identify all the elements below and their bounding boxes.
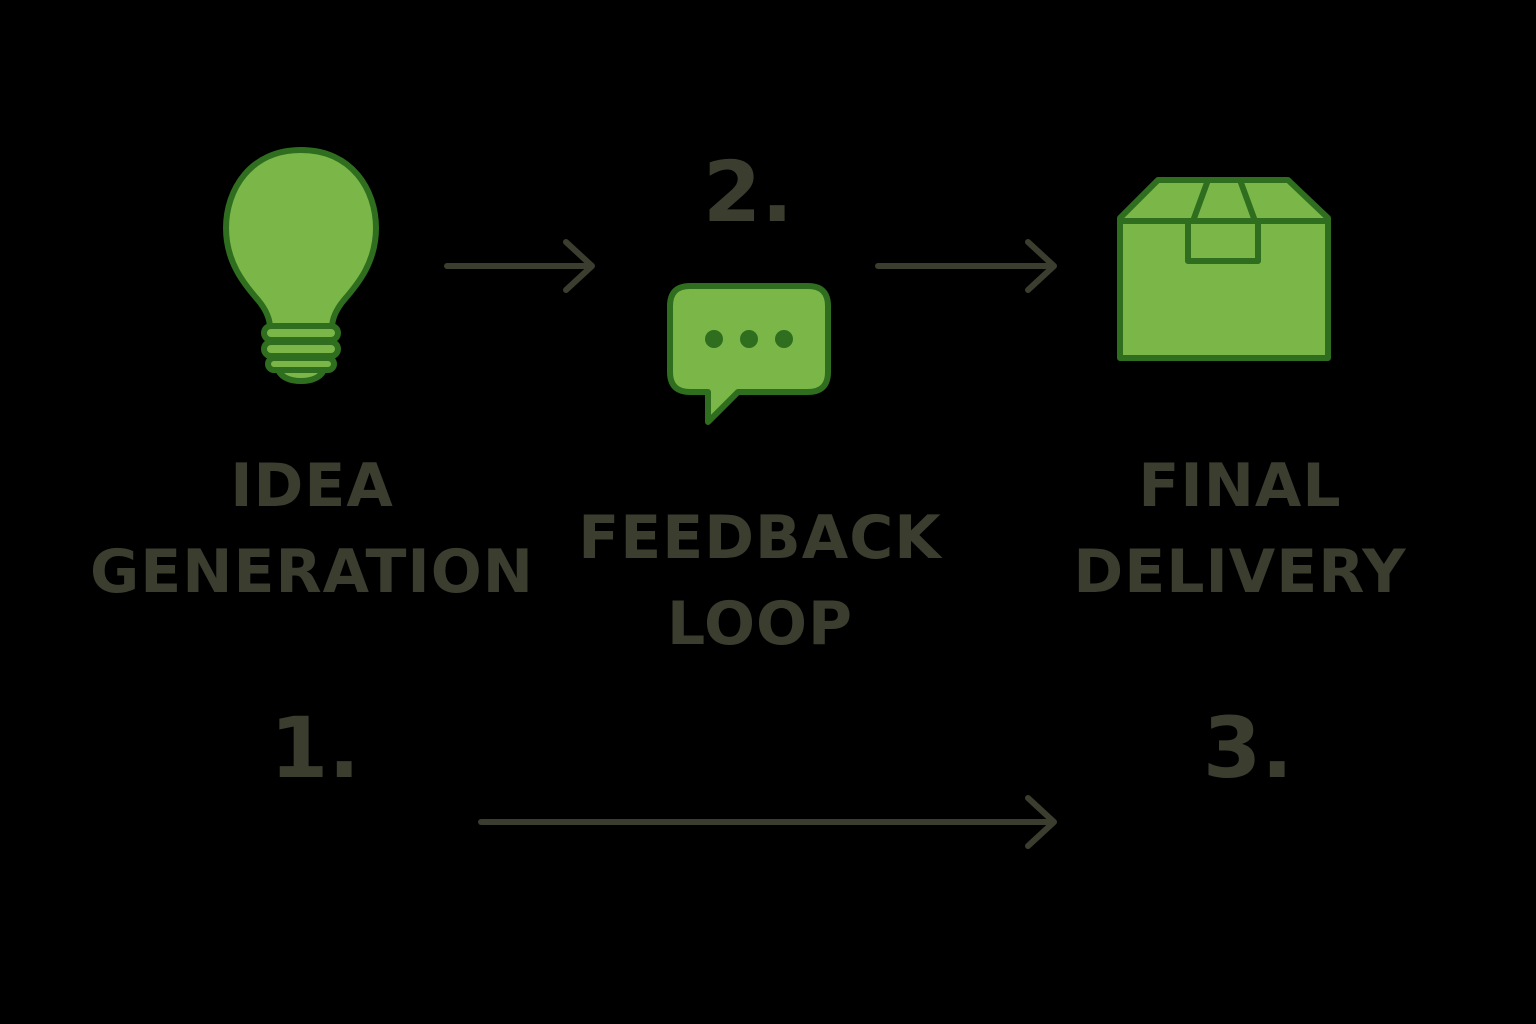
dot-icon <box>775 330 793 348</box>
arrow-1-to-3 <box>478 795 1057 849</box>
arrow-1-to-2 <box>444 239 595 293</box>
speech-bubble-icon <box>667 283 831 425</box>
step-2-label: FEEDBACK LOOP <box>510 495 1010 667</box>
dot-icon <box>705 330 723 348</box>
step-1-label-line1: IDEA <box>230 451 394 521</box>
step-2-label-line1: FEEDBACK <box>578 503 942 573</box>
step-3-label-line1: FINAL <box>1138 451 1342 521</box>
step-2-number: 2. <box>702 143 794 241</box>
step-1-number: 1. <box>269 699 361 797</box>
dot-icon <box>740 330 758 348</box>
step-1-label: IDEA GENERATION <box>62 443 562 615</box>
step-3-label-line2: DELIVERY <box>1073 537 1407 607</box>
step-2-label-line2: LOOP <box>666 589 854 659</box>
step-1-label-line2: GENERATION <box>90 537 534 607</box>
step-3-number: 3. <box>1202 699 1294 797</box>
step-3-label: FINAL DELIVERY <box>990 443 1490 615</box>
lightbulb-icon <box>223 147 379 384</box>
arrow-2-to-3 <box>875 239 1057 293</box>
box-icon <box>1117 177 1331 361</box>
